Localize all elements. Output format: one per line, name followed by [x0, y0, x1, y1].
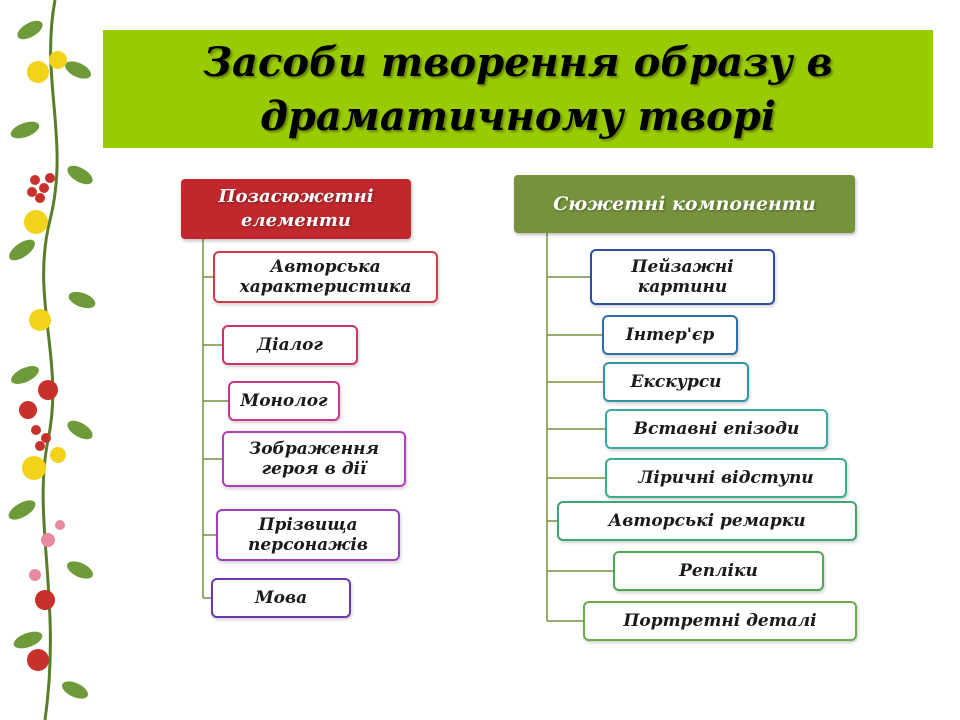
- right-item-lyrical-digressions: Ліричні відступи: [605, 458, 847, 498]
- right-item-author-remarks: Авторські ремарки: [557, 501, 857, 541]
- floral-border-icon: [8, 0, 96, 720]
- right-header: Сюжетні компоненти: [514, 175, 855, 233]
- right-item-portrait-details: Портретні деталі: [583, 601, 857, 641]
- right-item-excursions: Екскурси: [603, 362, 749, 402]
- left-item-monologue: Монолог: [228, 381, 340, 421]
- left-item-hero-in-action: Зображення героя в дії: [222, 431, 406, 487]
- right-item-replicas: Репліки: [613, 551, 824, 591]
- left-item-character-names: Прізвища персонажів: [216, 509, 400, 561]
- page-title: Засоби творення образу в драматичному тв…: [203, 39, 833, 140]
- right-item-landscape: Пейзажні картини: [590, 249, 775, 305]
- right-item-interior: Інтер'єр: [602, 315, 738, 355]
- left-header: Позасюжетні елементи: [181, 179, 411, 239]
- left-item-language: Мова: [211, 578, 351, 618]
- left-item-dialogue: Діалог: [222, 325, 358, 365]
- title-banner: [103, 30, 933, 148]
- left-item-author-characteristic: Авторська характеристика: [213, 251, 438, 303]
- right-item-inserted-episodes: Вставні епізоди: [605, 409, 828, 449]
